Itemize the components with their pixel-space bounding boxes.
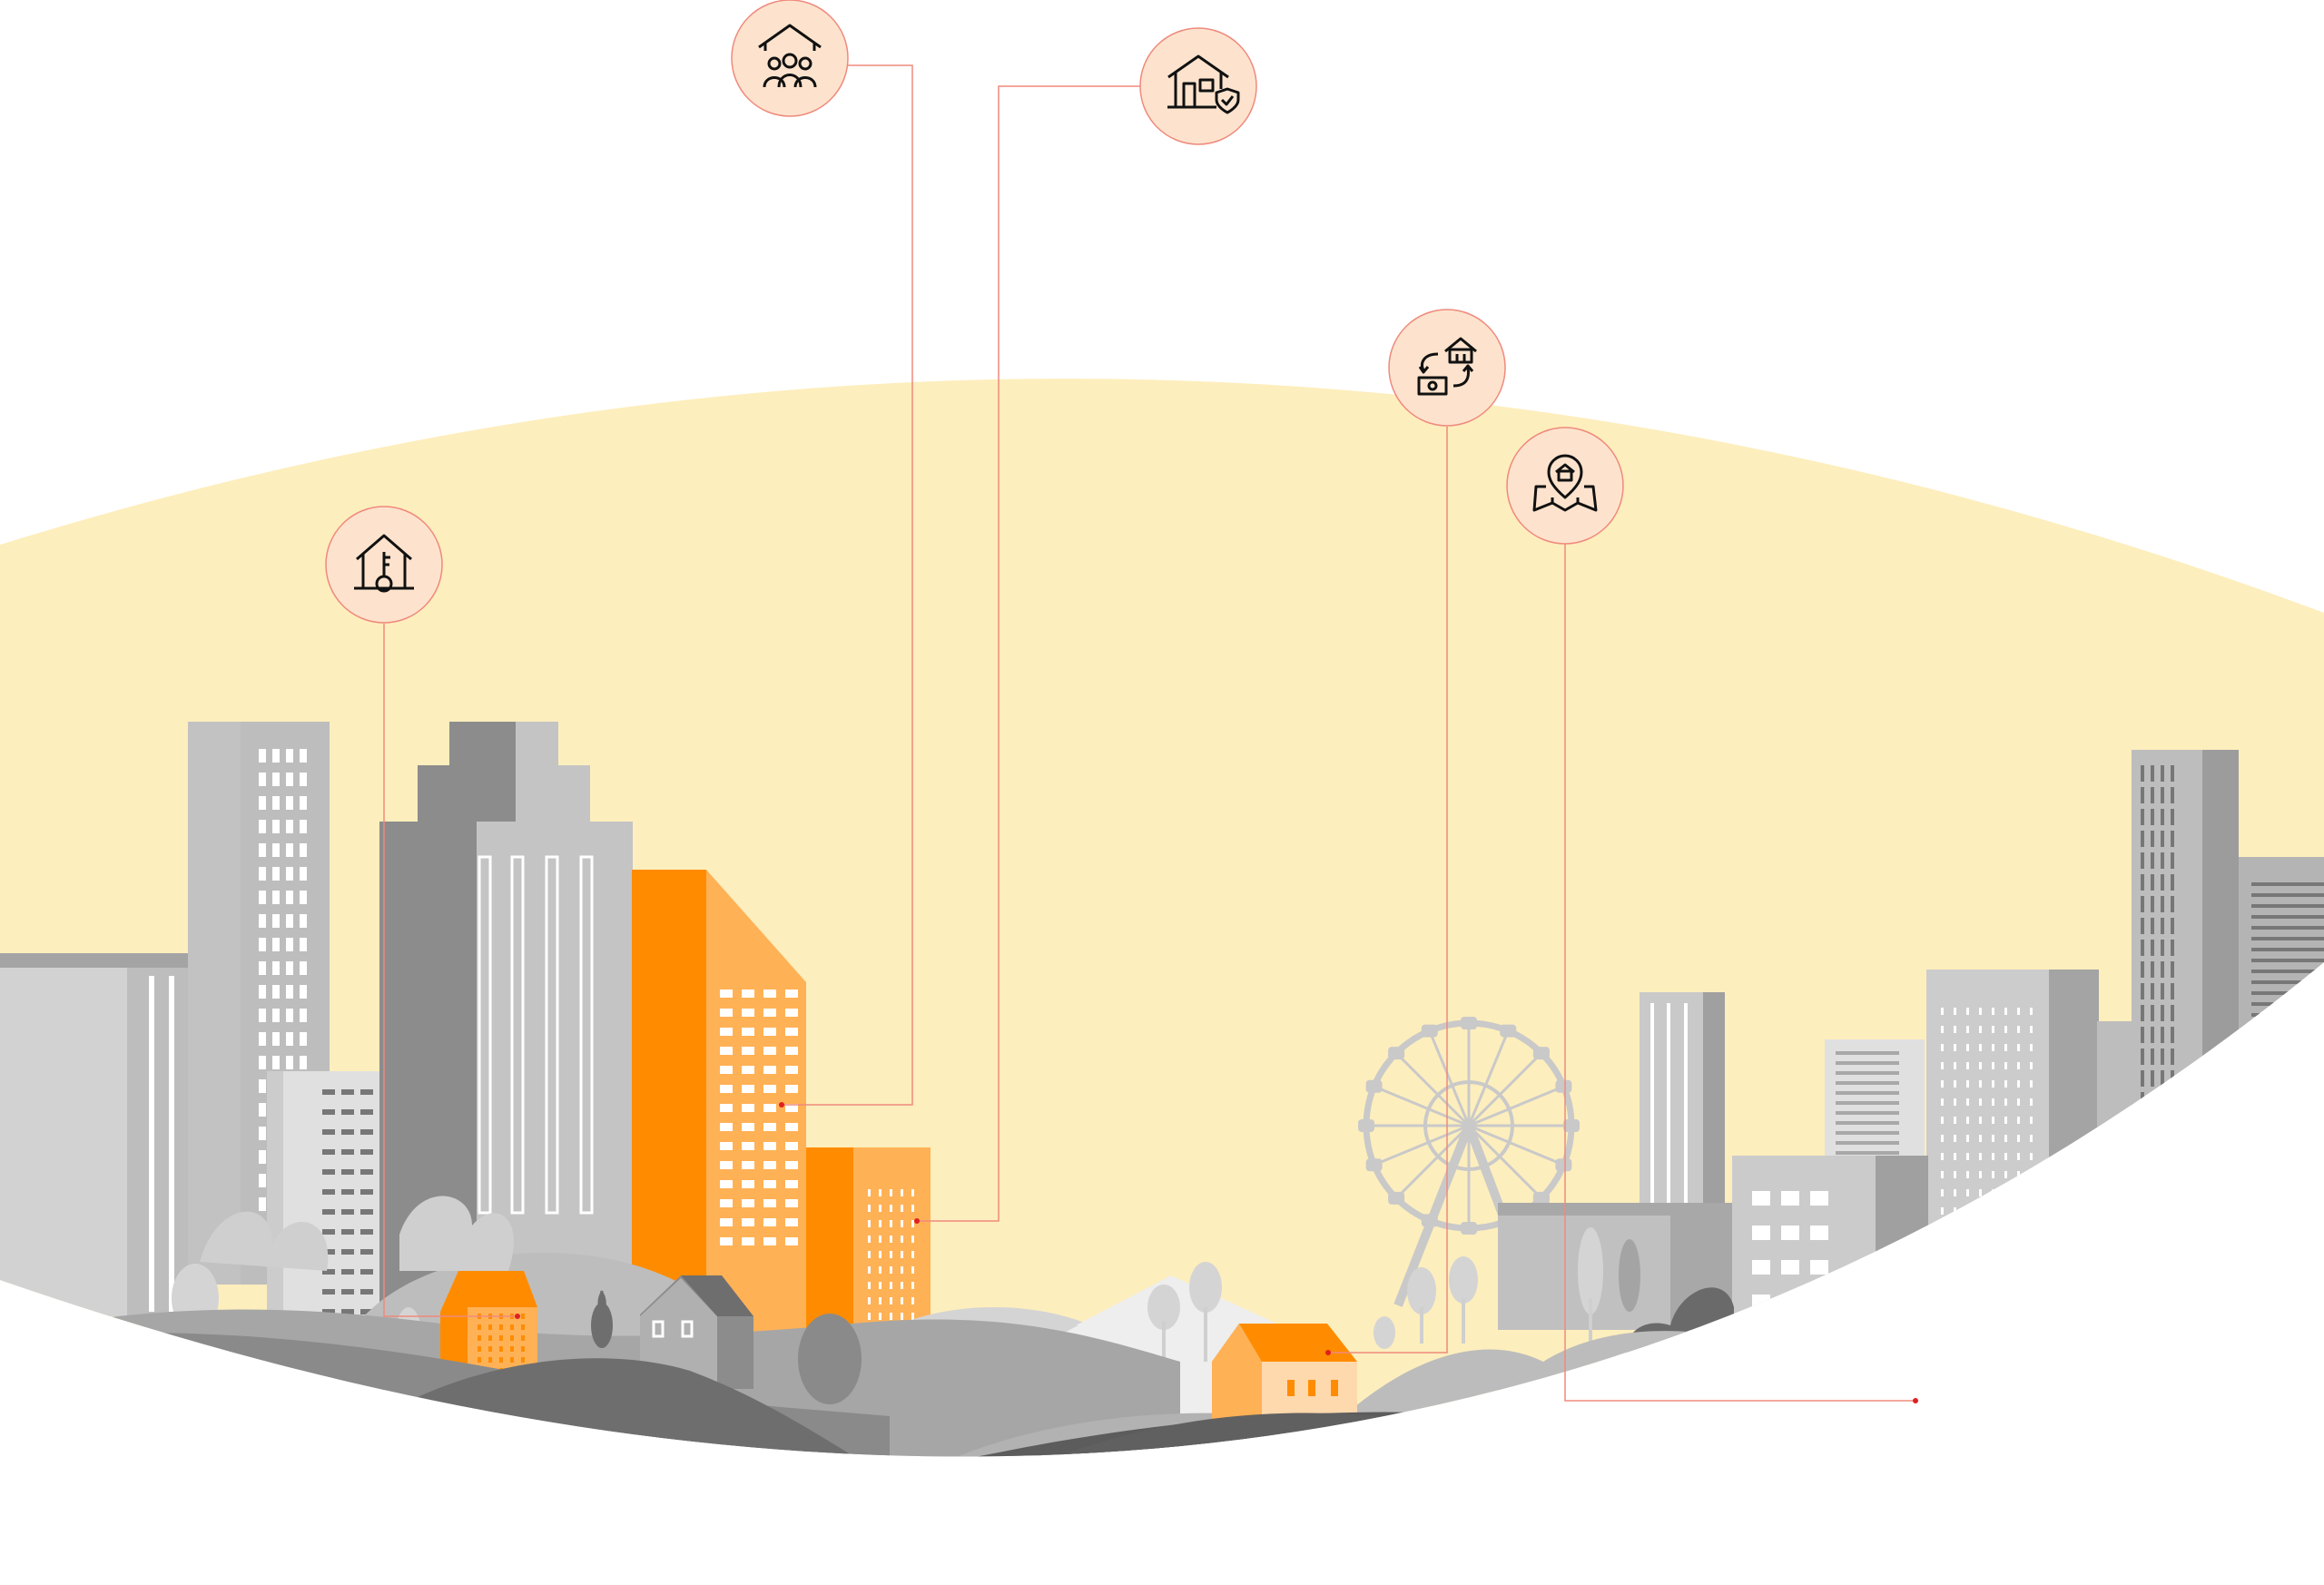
road (0, 1511, 2324, 1585)
building-left-low (0, 953, 198, 1316)
building-right-mid-tall (1640, 992, 1725, 1228)
home-insurance-icon (1167, 54, 1240, 114)
hotspot-rent-home[interactable] (325, 506, 443, 624)
connector-lines (383, 64, 1915, 1402)
property-location-map-icon (1532, 454, 1598, 512)
hotspot-property-location[interactable] (1506, 427, 1624, 545)
money-exchange-house-icon (1417, 337, 1477, 396)
orange-right-house (1807, 1347, 2097, 1457)
rent-home-key-icon (354, 534, 414, 593)
family-housing-icon (758, 24, 822, 88)
building-right-grid (1926, 970, 2099, 1351)
hotspot-money-exchange[interactable] (1388, 309, 1506, 427)
gray-house (640, 1275, 753, 1389)
building-left-mid (267, 1071, 399, 1325)
connector-dots (515, 1102, 1918, 1403)
building-orange-tower (632, 870, 806, 1342)
hotspot-home-insurance[interactable] (1139, 27, 1257, 145)
hotspot-family-housing[interactable] (731, 0, 849, 117)
building-right-front (1732, 1156, 1928, 1373)
